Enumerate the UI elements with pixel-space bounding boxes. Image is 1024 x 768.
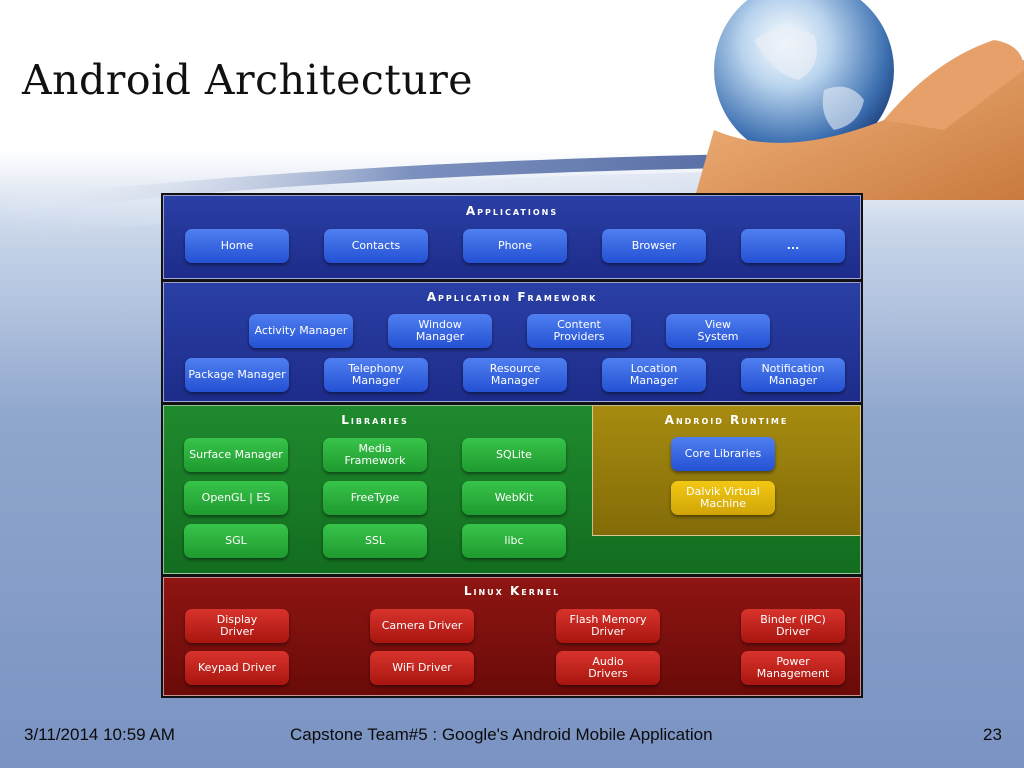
kernel-power-management: Power Management xyxy=(741,651,845,685)
applications-title: Applications xyxy=(465,204,559,218)
framework-title: Application Framework xyxy=(426,290,598,304)
kernel-flash-memory-driver: Flash Memory Driver xyxy=(556,609,660,643)
fw-package-manager: Package Manager xyxy=(185,358,289,392)
app-more: ... xyxy=(741,229,845,263)
rt-core-libraries: Core Libraries xyxy=(671,437,775,471)
rt-dalvik-vm: Dalvik Virtual Machine xyxy=(671,481,775,515)
runtime-layer: Android Runtime Core Libraries Dalvik Vi… xyxy=(592,405,861,536)
lib-opengl-es: OpenGL | ES xyxy=(184,481,288,515)
fw-view-system: View System xyxy=(666,314,770,348)
app-phone: Phone xyxy=(463,229,567,263)
fw-window-manager: Window Manager xyxy=(388,314,492,348)
fw-resource-manager: Resource Manager xyxy=(463,358,567,392)
applications-layer: Applications Home Contacts Phone Browser… xyxy=(163,195,861,279)
app-contacts: Contacts xyxy=(324,229,428,263)
runtime-title: Android Runtime xyxy=(664,413,789,427)
footer-title: Capstone Team#5 : Google's Android Mobil… xyxy=(290,725,713,744)
fw-location-manager: Location Manager xyxy=(602,358,706,392)
kernel-wifi-driver: WiFi Driver xyxy=(370,651,474,685)
kernel-title: Linux Kernel xyxy=(463,584,561,598)
fw-content-providers: Content Providers xyxy=(527,314,631,348)
footer-page-number: 23 xyxy=(983,725,1002,744)
lib-libc: libc xyxy=(462,524,566,558)
kernel-camera-driver: Camera Driver xyxy=(370,609,474,643)
android-architecture-diagram: Applications Home Contacts Phone Browser… xyxy=(161,193,863,698)
slide-title: Android Architecture xyxy=(22,56,474,104)
kernel-layer: Linux Kernel Display Driver Camera Drive… xyxy=(163,577,861,696)
app-home: Home xyxy=(185,229,289,263)
globe-hand-image xyxy=(694,0,1024,200)
lib-ssl: SSL xyxy=(323,524,427,558)
lib-sqlite: SQLite xyxy=(462,438,566,472)
fw-activity-manager: Activity Manager xyxy=(249,314,353,348)
lib-media-framework: Media Framework xyxy=(323,438,427,472)
lib-webkit: WebKit xyxy=(462,481,566,515)
footer-date: 3/11/2014 10:59 AM xyxy=(24,725,175,744)
app-browser: Browser xyxy=(602,229,706,263)
framework-layer: Application Framework Activity Manager W… xyxy=(163,282,861,402)
lib-freetype: FreeType xyxy=(323,481,427,515)
lib-sgl: SGL xyxy=(184,524,288,558)
kernel-keypad-driver: Keypad Driver xyxy=(185,651,289,685)
lib-surface-manager: Surface Manager xyxy=(184,438,288,472)
kernel-display-driver: Display Driver xyxy=(185,609,289,643)
kernel-binder-driver: Binder (IPC) Driver xyxy=(741,609,845,643)
fw-telephony-manager: Telephony Manager xyxy=(324,358,428,392)
fw-notification-manager: Notification Manager xyxy=(741,358,845,392)
kernel-audio-drivers: Audio Drivers xyxy=(556,651,660,685)
libraries-title: Libraries xyxy=(341,413,409,427)
